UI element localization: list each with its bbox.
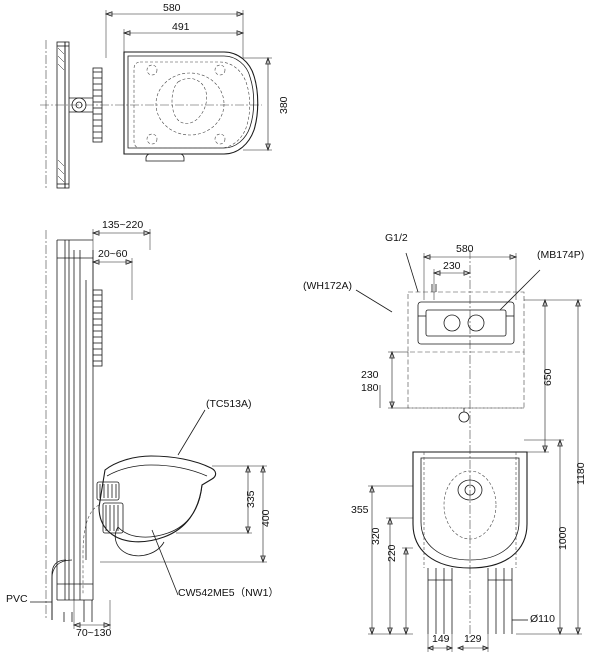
callout-mb174p: (MB174P) bbox=[537, 249, 585, 261]
dim-top-491: 491 bbox=[172, 21, 190, 33]
dim-front-1000: 1000 bbox=[557, 526, 569, 550]
dim-side-70-130: 70~130 bbox=[76, 627, 112, 639]
dim-front-1180: 1180 bbox=[575, 462, 587, 485]
dim-front-355: 355 bbox=[351, 504, 369, 516]
dim-side-335: 335 bbox=[245, 490, 257, 508]
dim-side-20-60: 20~60 bbox=[98, 248, 128, 260]
dim-front-230: 230 bbox=[361, 369, 379, 381]
dim-front-220: 220 bbox=[386, 544, 398, 562]
dim-front-650: 650 bbox=[542, 368, 554, 386]
dim-front-230-top: 230 bbox=[443, 260, 461, 272]
callout-tc513a: (TC513A) bbox=[206, 398, 252, 410]
dim-front-580: 580 bbox=[456, 243, 474, 255]
callout-cw542me5: CW542ME5（NW1） bbox=[178, 587, 279, 599]
dim-front-180: 180 bbox=[361, 382, 379, 394]
dim-front-d110: Ø110 bbox=[530, 613, 555, 625]
plan-view-geometry bbox=[40, 10, 272, 190]
callout-g12: G1/2 bbox=[385, 232, 408, 244]
side-view-geometry bbox=[30, 229, 267, 629]
dim-front-320: 320 bbox=[370, 527, 382, 545]
dim-front-149: 149 bbox=[432, 633, 450, 645]
dim-top-580: 580 bbox=[163, 2, 181, 14]
front-view-geometry bbox=[355, 250, 582, 652]
dim-side-400: 400 bbox=[260, 509, 272, 527]
dim-top-380: 380 bbox=[278, 96, 290, 114]
dim-front-129: 129 bbox=[464, 633, 482, 645]
callout-wh172a: (WH172A) bbox=[303, 280, 353, 292]
dim-side-135-220: 135~220 bbox=[102, 219, 144, 231]
callout-pvc: PVC bbox=[6, 593, 28, 605]
